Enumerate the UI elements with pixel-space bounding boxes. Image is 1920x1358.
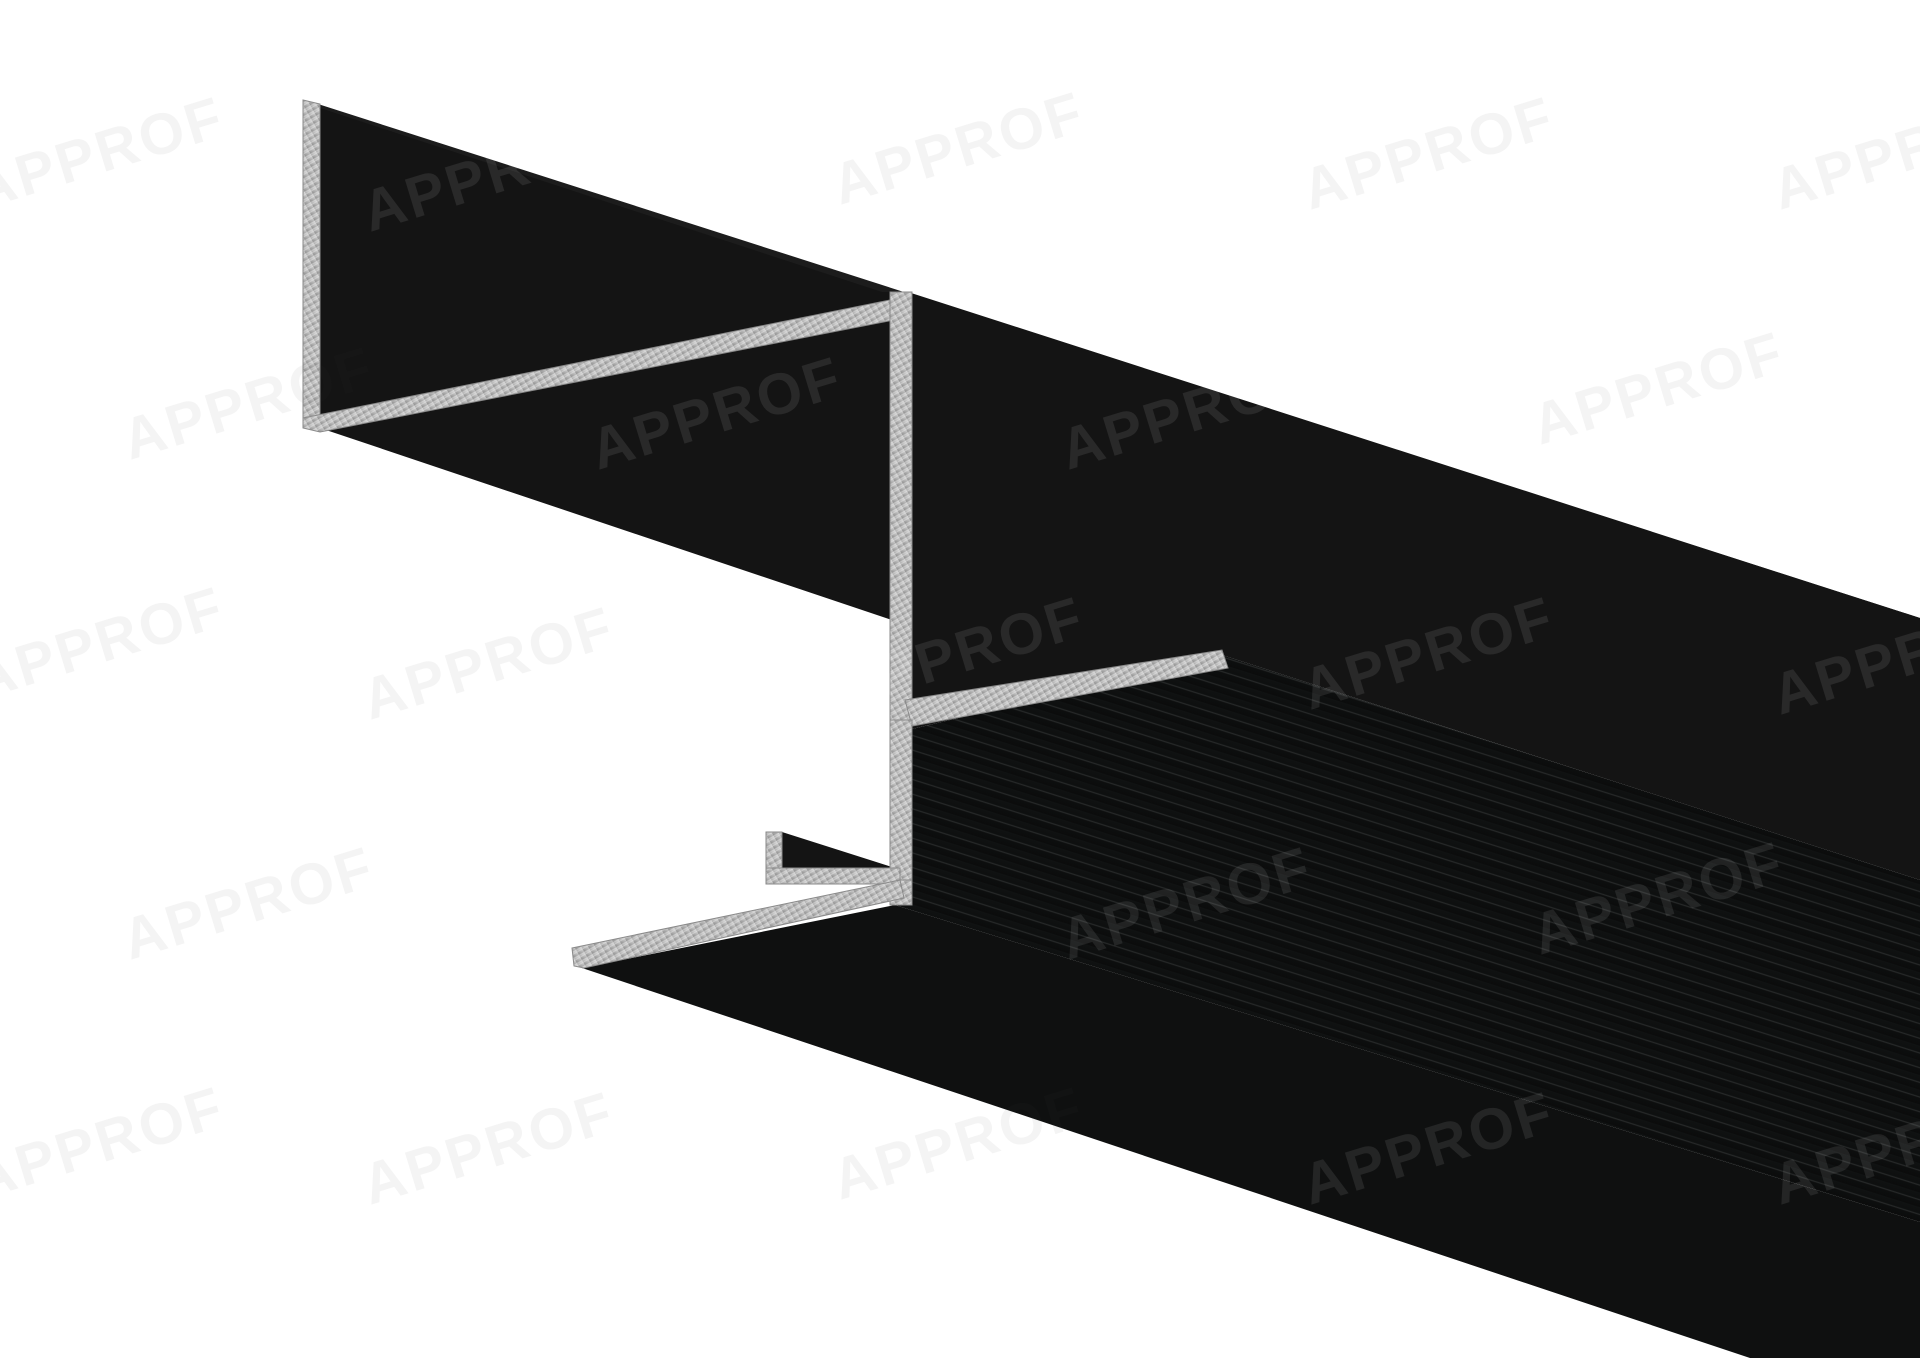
profile-lower-ribbed-face: [895, 655, 1920, 1222]
watermark-text: APPROF: [115, 834, 382, 972]
watermark-text: APPROF: [115, 334, 382, 472]
watermark-text: APPROF: [1525, 319, 1792, 457]
watermark-text: APPROF: [1295, 84, 1562, 222]
profile-main-face: [908, 292, 1920, 880]
watermark-text: APPROF: [825, 1074, 1092, 1212]
watermark-text: APPROF: [355, 594, 622, 732]
watermark-text: APPROF: [355, 1079, 622, 1217]
profile-cross-section: [302, 99, 1229, 969]
watermark-text: APPROF: [0, 84, 232, 222]
watermark-text: APPROF: [1765, 84, 1920, 222]
watermark-text: APPROF: [0, 574, 232, 712]
watermark-text: APPROF: [825, 79, 1092, 217]
profile-bottom-plate: [582, 905, 1920, 1358]
watermark-text: APPROF: [0, 1074, 232, 1212]
